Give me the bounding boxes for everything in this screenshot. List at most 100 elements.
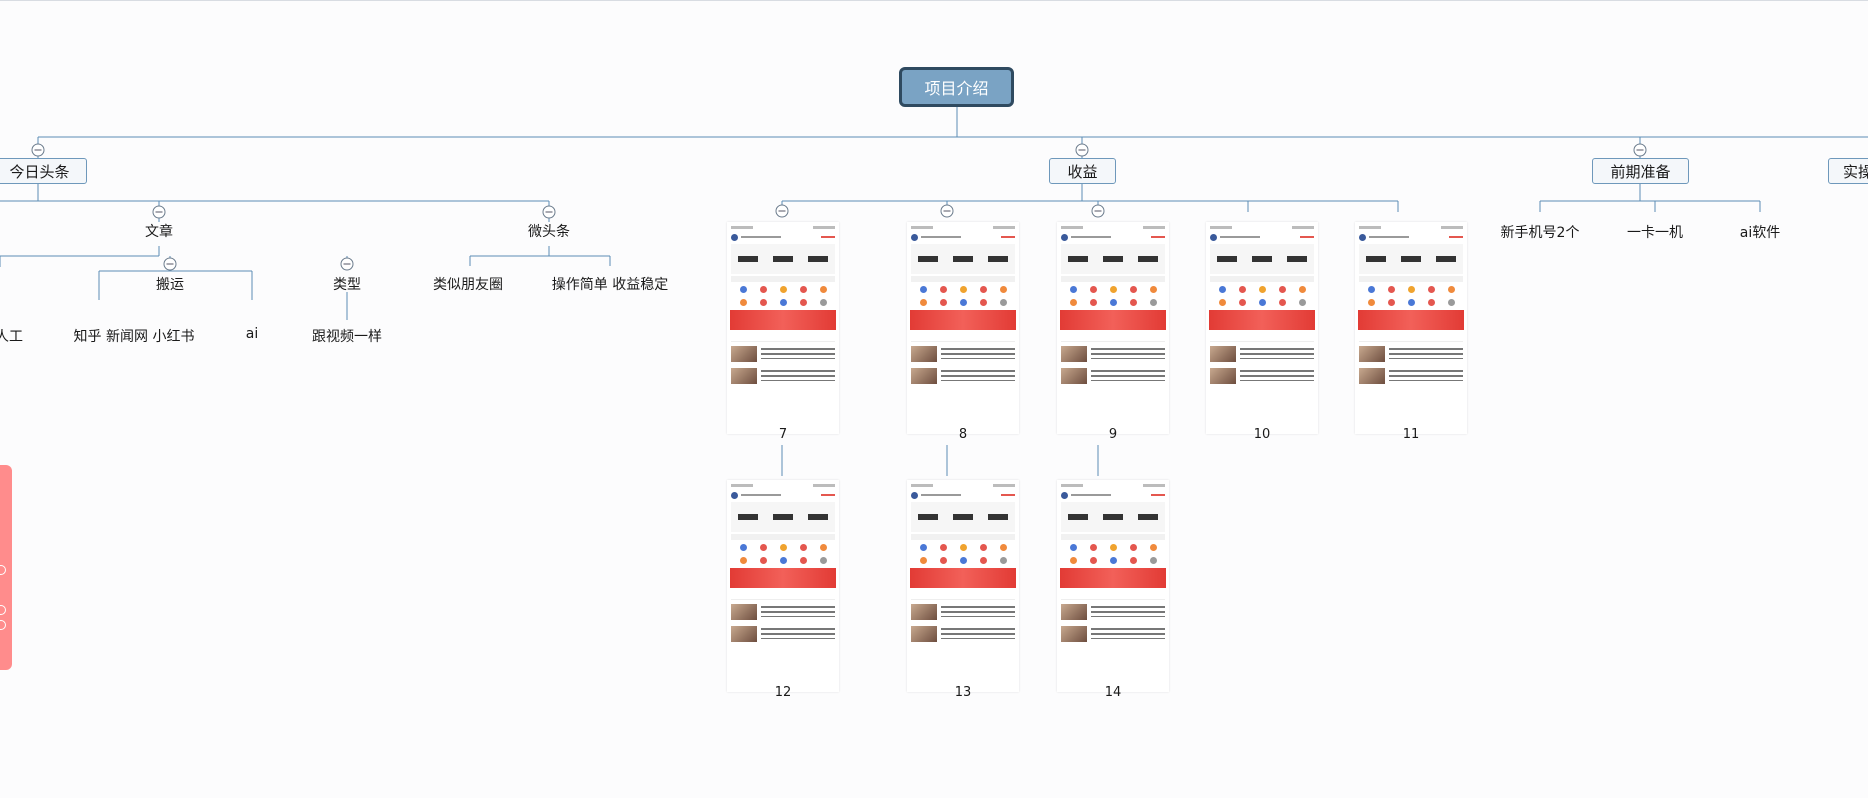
app-icon: [759, 286, 767, 293]
app-icon: [1298, 286, 1306, 293]
screenshot-thumbnail[interactable]: [1057, 222, 1169, 434]
app-icon: [1427, 299, 1435, 306]
app-icon: [799, 286, 807, 293]
app-icon: [979, 557, 987, 564]
list-item: [911, 604, 1015, 622]
promo-banner: [1209, 310, 1315, 330]
list-item: [731, 368, 835, 386]
screenshot-thumbnail[interactable]: [727, 222, 839, 434]
app-icon: [979, 299, 987, 306]
screenshot-thumbnail[interactable]: [1206, 222, 1318, 434]
node-wenzhang[interactable]: 文章: [145, 224, 173, 240]
screenshot-caption: 13: [954, 685, 972, 700]
list-item: [1061, 626, 1165, 644]
list-item: [1359, 346, 1463, 364]
collapse-toggle-icon[interactable]: [1633, 143, 1647, 157]
app-icon: [939, 557, 947, 564]
promo-banner: [1060, 568, 1166, 588]
app-icon: [1089, 544, 1097, 551]
notice-bar: [1061, 534, 1165, 540]
app-icon: [1278, 286, 1286, 293]
status-bar: [1061, 224, 1165, 231]
app-icon: [1218, 286, 1226, 293]
node-qianqi-1[interactable]: 新手机号2个: [1500, 225, 1580, 241]
notice-bar: [731, 276, 835, 282]
app-icon: [759, 299, 767, 306]
screenshot-thumbnail[interactable]: [907, 222, 1019, 434]
collapse-toggle-icon[interactable]: [940, 204, 954, 218]
collapse-toggle-icon[interactable]: [1075, 143, 1089, 157]
account-header: [1359, 232, 1463, 242]
branch-qianqi-label: 前期准备: [1610, 162, 1671, 181]
toolbar-button-icon[interactable]: [0, 620, 6, 630]
node-qianqi-2[interactable]: 一卡一机: [1627, 225, 1683, 241]
screenshot-thumbnail[interactable]: [1057, 480, 1169, 692]
content-tabs: [1210, 334, 1314, 342]
side-toolbar[interactable]: [0, 465, 12, 670]
collapse-toggle-icon[interactable]: [163, 257, 177, 271]
node-banyun[interactable]: 搬运: [156, 277, 184, 293]
account-header: [911, 490, 1015, 500]
branch-shicao[interactable]: 实操: [1828, 158, 1868, 184]
branch-toutiao[interactable]: 今日头条: [0, 158, 87, 184]
list-item: [731, 346, 835, 364]
toolbar-button-icon[interactable]: [0, 565, 6, 575]
app-icon: [959, 557, 967, 564]
app-icon: [959, 299, 967, 306]
status-bar: [731, 482, 835, 489]
avatar: [1061, 491, 1068, 499]
app-icon: [1069, 557, 1077, 564]
content-tabs: [911, 334, 1015, 342]
notice-bar: [731, 534, 835, 540]
node-ai[interactable]: ai: [245, 326, 259, 342]
status-bar: [911, 482, 1015, 489]
node-leixing-detail[interactable]: 跟视频一样: [312, 329, 382, 345]
node-weitoutiao-like[interactable]: 类似朋友圈: [433, 277, 503, 293]
node-qianqi-3[interactable]: ai软件: [1739, 225, 1781, 241]
notice-bar: [1061, 276, 1165, 282]
node-rengong[interactable]: 人工: [0, 329, 23, 345]
collapse-toggle-icon[interactable]: [542, 205, 556, 219]
stats-panel: [731, 502, 835, 532]
collapse-toggle-icon[interactable]: [775, 204, 789, 218]
app-icon: [1258, 286, 1266, 293]
screenshot-caption: 10: [1253, 427, 1271, 442]
promo-banner: [910, 568, 1016, 588]
screenshot-thumbnail[interactable]: [727, 480, 839, 692]
screenshot-caption: 12: [774, 685, 792, 700]
branch-shouyi[interactable]: 收益: [1049, 158, 1116, 184]
app-icon: [939, 299, 947, 306]
promo-banner: [730, 568, 836, 588]
toolbar-button-icon[interactable]: [0, 605, 6, 615]
app-icon: [1109, 557, 1117, 564]
branch-qianqi[interactable]: 前期准备: [1592, 158, 1689, 184]
app-icon: [1129, 557, 1137, 564]
app-icon: [799, 557, 807, 564]
app-icon: [759, 544, 767, 551]
app-icon: [979, 544, 987, 551]
app-icon: [999, 544, 1007, 551]
app-icon: [799, 299, 807, 306]
screenshot-caption: 11: [1402, 427, 1420, 442]
app-icon: [1149, 544, 1157, 551]
collapse-toggle-icon[interactable]: [1091, 204, 1105, 218]
screenshot-thumbnail[interactable]: [907, 480, 1019, 692]
collapse-toggle-icon[interactable]: [31, 143, 45, 157]
app-icon: [819, 286, 827, 293]
app-icon: [1129, 544, 1137, 551]
screenshot-thumbnail[interactable]: [1355, 222, 1467, 434]
list-item: [911, 346, 1015, 364]
node-leixing[interactable]: 类型: [333, 277, 361, 293]
app-icon: [1238, 286, 1246, 293]
collapse-toggle-icon[interactable]: [340, 257, 354, 271]
list-item: [1061, 368, 1165, 386]
root-node[interactable]: 项目介绍: [899, 67, 1014, 107]
stats-panel: [731, 244, 835, 274]
node-banyun-sources[interactable]: 知乎 新闻网 小红书: [73, 329, 195, 345]
node-weitoutiao[interactable]: 微头条: [528, 224, 570, 240]
node-weitoutiao-benefit[interactable]: 操作简单 收益稳定: [551, 277, 669, 293]
app-icon: [1258, 299, 1266, 306]
collapse-toggle-icon[interactable]: [152, 205, 166, 219]
stats-panel: [1210, 244, 1314, 274]
app-icon: [1149, 286, 1157, 293]
